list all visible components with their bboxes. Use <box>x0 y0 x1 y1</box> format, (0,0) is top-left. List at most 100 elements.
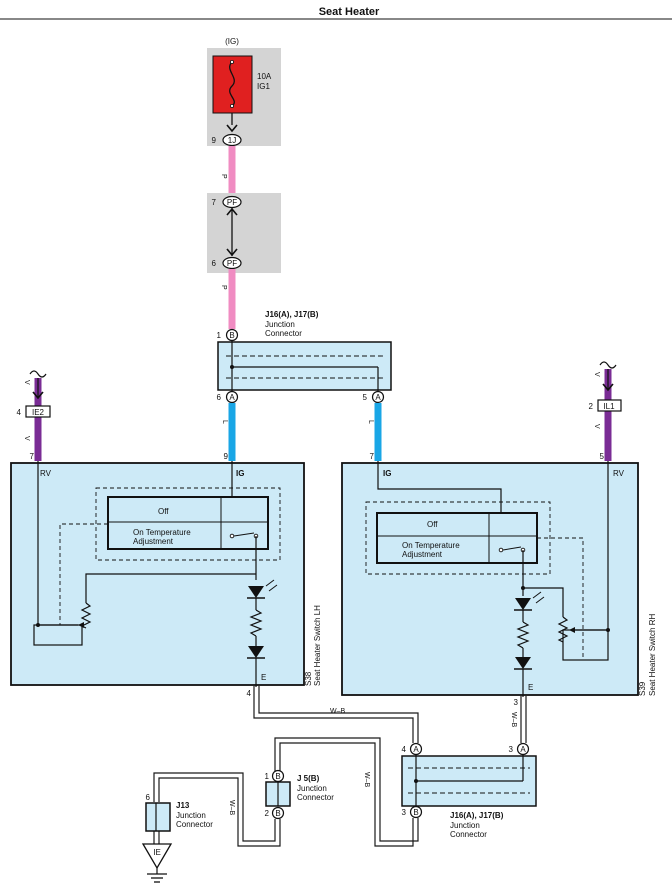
junction-top-name: J16(A), J17(B) <box>265 310 319 319</box>
switch-lh-e-label: E <box>261 673 266 682</box>
j5-name: J 5(B) <box>297 774 320 783</box>
switch-lh-linkage <box>59 523 108 625</box>
junction-bottom-desc2: Connector <box>450 830 487 839</box>
switch-rh-linkage <box>537 537 584 660</box>
pf-connector-area <box>207 193 281 273</box>
seat-heater-switch-lh: 7 9 RV IG Off On Temperature Adjustment <box>10 452 322 698</box>
connector-pf-bottom-id: PF <box>227 259 237 268</box>
connector-arrow-icon <box>226 207 238 216</box>
switch-rh-pin-ig: 7 <box>370 452 375 461</box>
connector-pf-bottom <box>222 256 242 270</box>
ground-point-icon <box>141 843 173 870</box>
connector-arrow-icon <box>602 383 614 392</box>
connector-1j <box>222 133 242 147</box>
junction-bottom-pin-a-right-number: 3 <box>509 745 514 754</box>
led-ray-icon <box>535 596 545 604</box>
junction-bottom-pin-a-left-number: 4 <box>402 745 407 754</box>
wire-code-l-right: L <box>367 420 374 424</box>
fuse-terminal-icon <box>229 60 234 65</box>
switch-rh-name: Seat Heater Switch RH <box>648 614 657 696</box>
connector-pf-top <box>222 195 242 209</box>
junction-bottom-pin-a-right <box>516 742 530 756</box>
potentiometer-wiper-icon <box>78 622 84 628</box>
j13-desc1: Junction <box>176 811 206 820</box>
switch-rh-mode-box <box>376 512 538 564</box>
diagram-title: Seat Heater <box>319 6 380 18</box>
wire-wb-left-inner <box>153 772 276 842</box>
connector-il1-pin: 2 <box>589 402 594 411</box>
switch-rh-pin-e: 3 <box>514 698 519 707</box>
connector-il1-id: IL1 <box>603 402 615 411</box>
wire-code-wb-left: W–B <box>228 800 235 816</box>
connector-ie2-id: IE2 <box>32 408 45 417</box>
junction-top-pin-b <box>225 328 239 342</box>
potentiometer-wiper-icon <box>569 627 575 633</box>
junction-top-pin-a-right <box>371 390 385 404</box>
j5-pin-bottom-letter: B <box>275 809 280 818</box>
j5-pin-bottom-number: 2 <box>265 809 270 818</box>
junction-top-desc1: Junction <box>265 320 295 329</box>
junction-bottom-pin-b <box>409 805 423 819</box>
junction-bottom-name: J16(A), J17(B) <box>450 811 504 820</box>
j13-name: J13 <box>176 801 190 810</box>
wire-code-wb-right: W–B <box>510 712 517 728</box>
connector-arrow-icon <box>226 248 238 257</box>
switch-rh-dashed-group <box>365 501 551 575</box>
connector-pf-top-id: PF <box>227 198 237 207</box>
ground-wiring <box>153 686 527 847</box>
switch-lh-on-label-1: On Temperature <box>133 528 191 537</box>
switch-lh-ig-label: IG <box>236 469 244 478</box>
junction-top-pin-a-left-number: 6 <box>217 393 222 402</box>
wire-continuation-icon <box>29 370 47 378</box>
junction-top-pin-a-left-letter: A <box>229 393 235 402</box>
fuse-element-icon <box>229 61 235 107</box>
switch-lh-pin-ig: 9 <box>224 452 229 461</box>
switch-rh-ig-label: IG <box>383 469 391 478</box>
connector-pf-top-pin: 7 <box>212 198 217 207</box>
wire-wb-lh-inner <box>258 686 419 743</box>
diode-icon <box>515 657 531 669</box>
switch-rh-on-label-1: On Temperature <box>402 541 460 550</box>
switch-blade-icon <box>233 532 255 537</box>
seat-heater-switch-rh: 7 5 IG RV Off On Temperature Adjustment <box>341 452 657 707</box>
switch-lh-name: Seat Heater Switch LH <box>313 605 322 686</box>
resistor-icon <box>516 621 530 649</box>
fuse-name: IG1 <box>257 82 270 91</box>
junction-top-pin-b-letter: B <box>229 331 234 340</box>
connector-ie2 <box>25 405 51 418</box>
switch-rh-ig-lead <box>377 461 502 513</box>
switch-rh-box <box>341 462 639 696</box>
junction-top-pin-a-right-number: 5 <box>363 393 368 402</box>
junction-top-box <box>217 341 392 391</box>
fuse-supply-label: (IG) <box>225 37 239 46</box>
resistor-icon <box>249 609 263 637</box>
switch-rh-e-label: E <box>528 683 533 692</box>
switch-lh-rv-label: RV <box>40 469 52 478</box>
j5-pin-top-letter: B <box>275 772 280 781</box>
wire-code-wb-horizontal: W–B <box>330 708 346 715</box>
j13-desc2: Connector <box>176 820 213 829</box>
switch-rh-pot-feed <box>523 587 564 617</box>
led-ray-icon <box>532 591 542 599</box>
fuse-rating: 10A <box>257 72 272 81</box>
junction-bottom-pin-a-left <box>409 742 423 756</box>
junction-top-pin-b-number: 1 <box>217 331 222 340</box>
junction-bottom-pin-b-letter: B <box>413 808 418 817</box>
wire-wb-mid-inner <box>274 737 419 842</box>
switch-lh-on-label-2: Adjustment <box>133 537 174 546</box>
connector-il1 <box>597 399 622 412</box>
switch-rh-rv-label: RV <box>613 469 625 478</box>
wire-code-p-upper: P <box>220 174 227 179</box>
wire-wb-lh-outer <box>253 686 414 743</box>
connector-ie2-pin: 4 <box>17 408 22 417</box>
switch-rh-pin-rv: 5 <box>600 452 605 461</box>
j5-desc1: Junction <box>297 784 327 793</box>
potentiometer-icon <box>557 616 569 643</box>
wire-code-v-left-bottom: V <box>23 436 30 441</box>
j5-pin-bottom <box>271 806 285 820</box>
j5-pin-top-number: 1 <box>265 772 270 781</box>
ground-label: IE <box>153 848 161 857</box>
junction-top-desc2: Connector <box>265 329 302 338</box>
junction-top-pin-a-right-letter: A <box>375 393 381 402</box>
junction-bottom-desc1: Junction <box>450 821 480 830</box>
